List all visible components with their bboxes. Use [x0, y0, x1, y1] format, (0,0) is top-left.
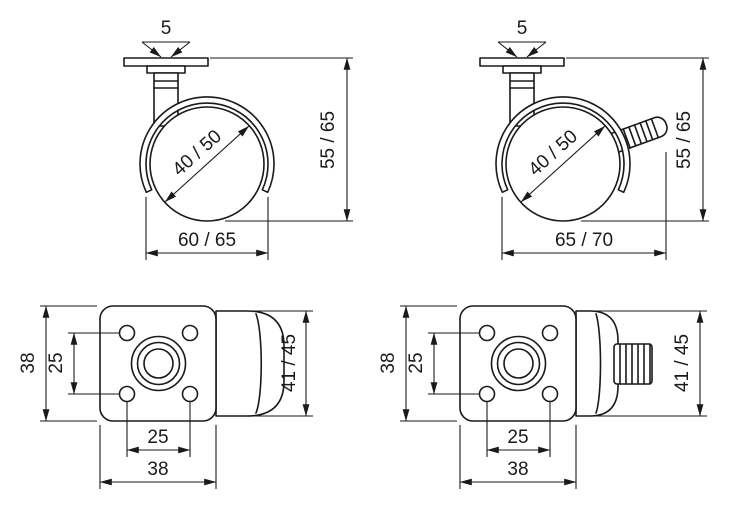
dim-overall-height: 55 / 65 [210, 57, 353, 222]
dim-label-overall-height: 55 / 65 [318, 111, 339, 169]
brake-pedal-ribs [622, 118, 660, 149]
swivel-bearing [146, 65, 186, 74]
dim-overall-width: 60 / 65 [145, 197, 269, 260]
swivel-hub-ring [136, 341, 181, 386]
swivel-hub [130, 335, 187, 392]
dim-label-overall-height: 41 / 45 [672, 334, 693, 392]
dim-plate-thickness: 5 [497, 18, 547, 58]
leader-line [170, 41, 191, 58]
dim-hole-pitch-horizontal: 25 [486, 402, 551, 457]
leader-line [497, 41, 518, 58]
dim-label-plate-height: 38 [378, 352, 399, 373]
screw-holes [118, 324, 199, 403]
pedal-rib [622, 128, 631, 149]
swivel-hub-ring [490, 335, 547, 392]
dim-plate-thickness: 5 [141, 18, 191, 58]
swivel-hub-ring [496, 341, 541, 386]
screw-hole [541, 324, 559, 342]
pedal-rib [650, 118, 660, 139]
dim-label-hole-pitch-horizontal: 25 [147, 427, 168, 448]
dim-label-plate-thickness: 5 [517, 18, 528, 39]
braked-caster-plate-view: 38 25 25 38 41 / 45 [378, 305, 707, 489]
braked-caster-side-view: 5 40 / 50 55 / 65 65 / 70 [479, 18, 709, 260]
brake-pedal-ribs [619, 343, 651, 385]
pedal-rib [628, 126, 637, 147]
dim-label-hole-pitch-horizontal: 25 [507, 427, 528, 448]
wheel-hood [139, 96, 275, 194]
dim-hole-pitch-horizontal: 25 [126, 402, 191, 457]
dimension-line [520, 125, 606, 203]
screw-hole [478, 324, 496, 342]
mounting-plate [99, 305, 217, 422]
leader-line [526, 41, 547, 58]
swivel-bearing [502, 65, 542, 74]
wheel-edge-line [595, 313, 602, 414]
swivel-caster-side-view: 5 40 / 50 55 / 65 60 / 65 [123, 18, 353, 260]
dim-label-overall-height: 55 / 65 [674, 111, 695, 169]
dim-hole-pitch-vertical: 25 [46, 332, 120, 395]
dim-plate-height: 38 [378, 305, 457, 422]
screw-hole [181, 385, 199, 403]
brake-pedal [613, 343, 653, 385]
dim-label-overall-width: 65 / 70 [555, 230, 613, 251]
screw-holes [478, 324, 559, 403]
mounting-plate [479, 57, 565, 67]
dim-label-plate-width: 38 [147, 459, 168, 480]
screw-hole [478, 385, 496, 403]
stem-detail [153, 80, 179, 89]
pedal-rib [639, 122, 648, 143]
wheel-body [215, 310, 285, 417]
dim-overall-width: 65 / 70 [501, 152, 667, 260]
screw-hole [118, 385, 136, 403]
dim-hole-pitch-vertical: 25 [406, 332, 480, 395]
dim-plate-width: 38 [99, 425, 217, 489]
dimension-line [164, 125, 250, 203]
dim-label-plate-width: 38 [507, 459, 528, 480]
swivel-caster-plate-view: 38 25 25 38 41 / 45 [18, 305, 313, 489]
dim-overall-height: 41 / 45 [250, 310, 313, 417]
dim-label-overall-height: 41 / 45 [279, 334, 300, 392]
wheel-edge-line [255, 313, 263, 414]
dim-label-hole-pitch-vertical: 25 [406, 352, 427, 373]
screw-hole [118, 324, 136, 342]
dim-plate-width: 38 [459, 425, 577, 489]
stem-detail [509, 80, 535, 89]
swivel-hub-ring [143, 348, 174, 379]
dim-label-plate-height: 38 [18, 352, 39, 373]
swivel-hub [490, 335, 547, 392]
leader-line [141, 41, 162, 58]
wheel-body [575, 310, 619, 417]
swivel-hub-ring [503, 348, 534, 379]
dim-label-hole-pitch-vertical: 25 [46, 352, 67, 373]
dim-overall-height: 55 / 65 [566, 57, 709, 222]
dim-label-plate-thickness: 5 [161, 18, 172, 39]
dim-overall-height: 41 / 45 [592, 310, 707, 417]
pedal-rib [645, 120, 654, 141]
dim-plate-height: 38 [18, 305, 97, 422]
dim-label-overall-width: 60 / 65 [178, 230, 236, 251]
brake-pedal-body [613, 343, 653, 385]
screw-hole [181, 324, 199, 342]
swivel-hub-ring [130, 335, 187, 392]
pedal-rib [633, 124, 643, 145]
screw-hole [541, 385, 559, 403]
wheel-hood [495, 96, 631, 194]
mounting-plate [123, 57, 209, 67]
mounting-plate [459, 305, 577, 422]
